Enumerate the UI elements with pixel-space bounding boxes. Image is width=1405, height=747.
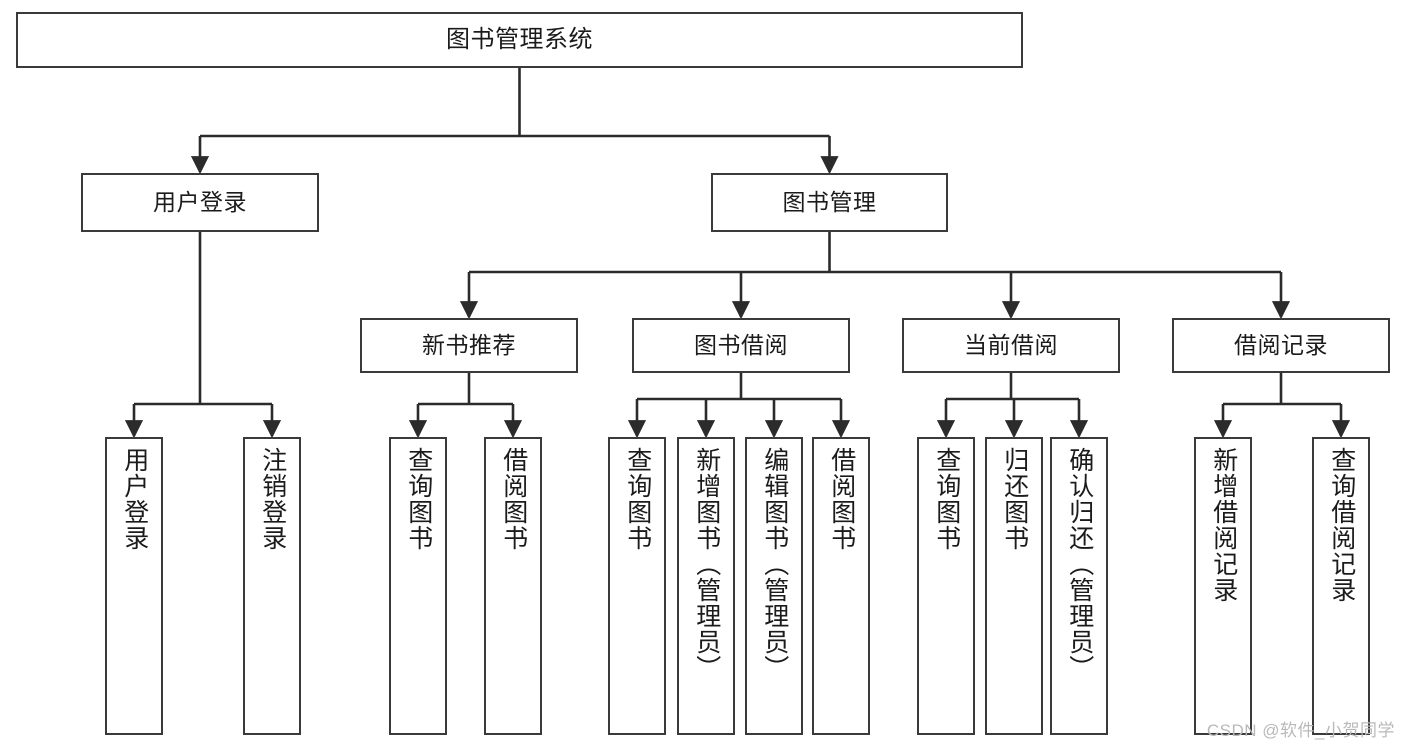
node-leaf-return-book[interactable]: 归还图书 [985,437,1043,735]
node-leaf-borrow-book-1[interactable]: 借阅图书 [484,437,542,735]
node-leaf-user-login[interactable]: 用户登录 [105,437,163,735]
node-label: 新增图书（管理员） [692,447,721,681]
node-label: 图书管理系统 [446,25,593,53]
node-leaf-query-record[interactable]: 查询借阅记录 [1312,437,1370,735]
node-leaf-query-book-1[interactable]: 查询图书 [389,437,447,735]
node-leaf-query-book-3[interactable]: 查询图书 [917,437,975,735]
node-label: 借阅图书 [827,447,856,551]
node-label: 确认归还（管理员） [1065,447,1094,681]
node-label: 用户登录 [120,447,149,551]
node-label: 新增借阅记录 [1209,447,1238,603]
node-new-book-rec[interactable]: 新书推荐 [360,318,578,373]
node-leaf-borrow-book-2[interactable]: 借阅图书 [812,437,870,735]
node-leaf-add-record[interactable]: 新增借阅记录 [1194,437,1252,735]
node-user-login[interactable]: 用户登录 [81,173,319,232]
node-label: 图书借阅 [694,331,788,358]
node-leaf-query-book-2[interactable]: 查询图书 [608,437,666,735]
node-label: 查询图书 [404,447,433,551]
node-leaf-add-book[interactable]: 新增图书（管理员） [677,437,735,735]
node-label: 图书管理 [782,188,877,215]
node-label: 归还图书 [1000,447,1029,551]
node-label: 查询借阅记录 [1327,447,1356,603]
node-label: 注销登录 [258,447,287,551]
csdn-watermark: CSDN @软件_小贺同学 [1206,721,1395,740]
node-book-manage[interactable]: 图书管理 [711,173,948,232]
node-label: 用户登录 [153,188,247,215]
node-leaf-user-logout[interactable]: 注销登录 [243,437,301,735]
node-leaf-confirm-return[interactable]: 确认归还（管理员） [1050,437,1108,735]
node-borrow-record[interactable]: 借阅记录 [1172,318,1390,373]
node-label: 新书推荐 [422,331,516,358]
node-root[interactable]: 图书管理系统 [16,12,1023,68]
node-label: 借阅图书 [499,447,528,551]
node-label: 当前借阅 [964,331,1058,358]
node-label: 查询图书 [623,447,652,551]
node-label: 借阅记录 [1234,331,1328,358]
node-leaf-edit-book[interactable]: 编辑图书（管理员） [745,437,803,735]
node-book-borrow[interactable]: 图书借阅 [632,318,850,373]
node-label: 查询图书 [932,447,961,551]
node-label: 编辑图书（管理员） [760,447,789,681]
node-current-borrow[interactable]: 当前借阅 [902,318,1120,373]
